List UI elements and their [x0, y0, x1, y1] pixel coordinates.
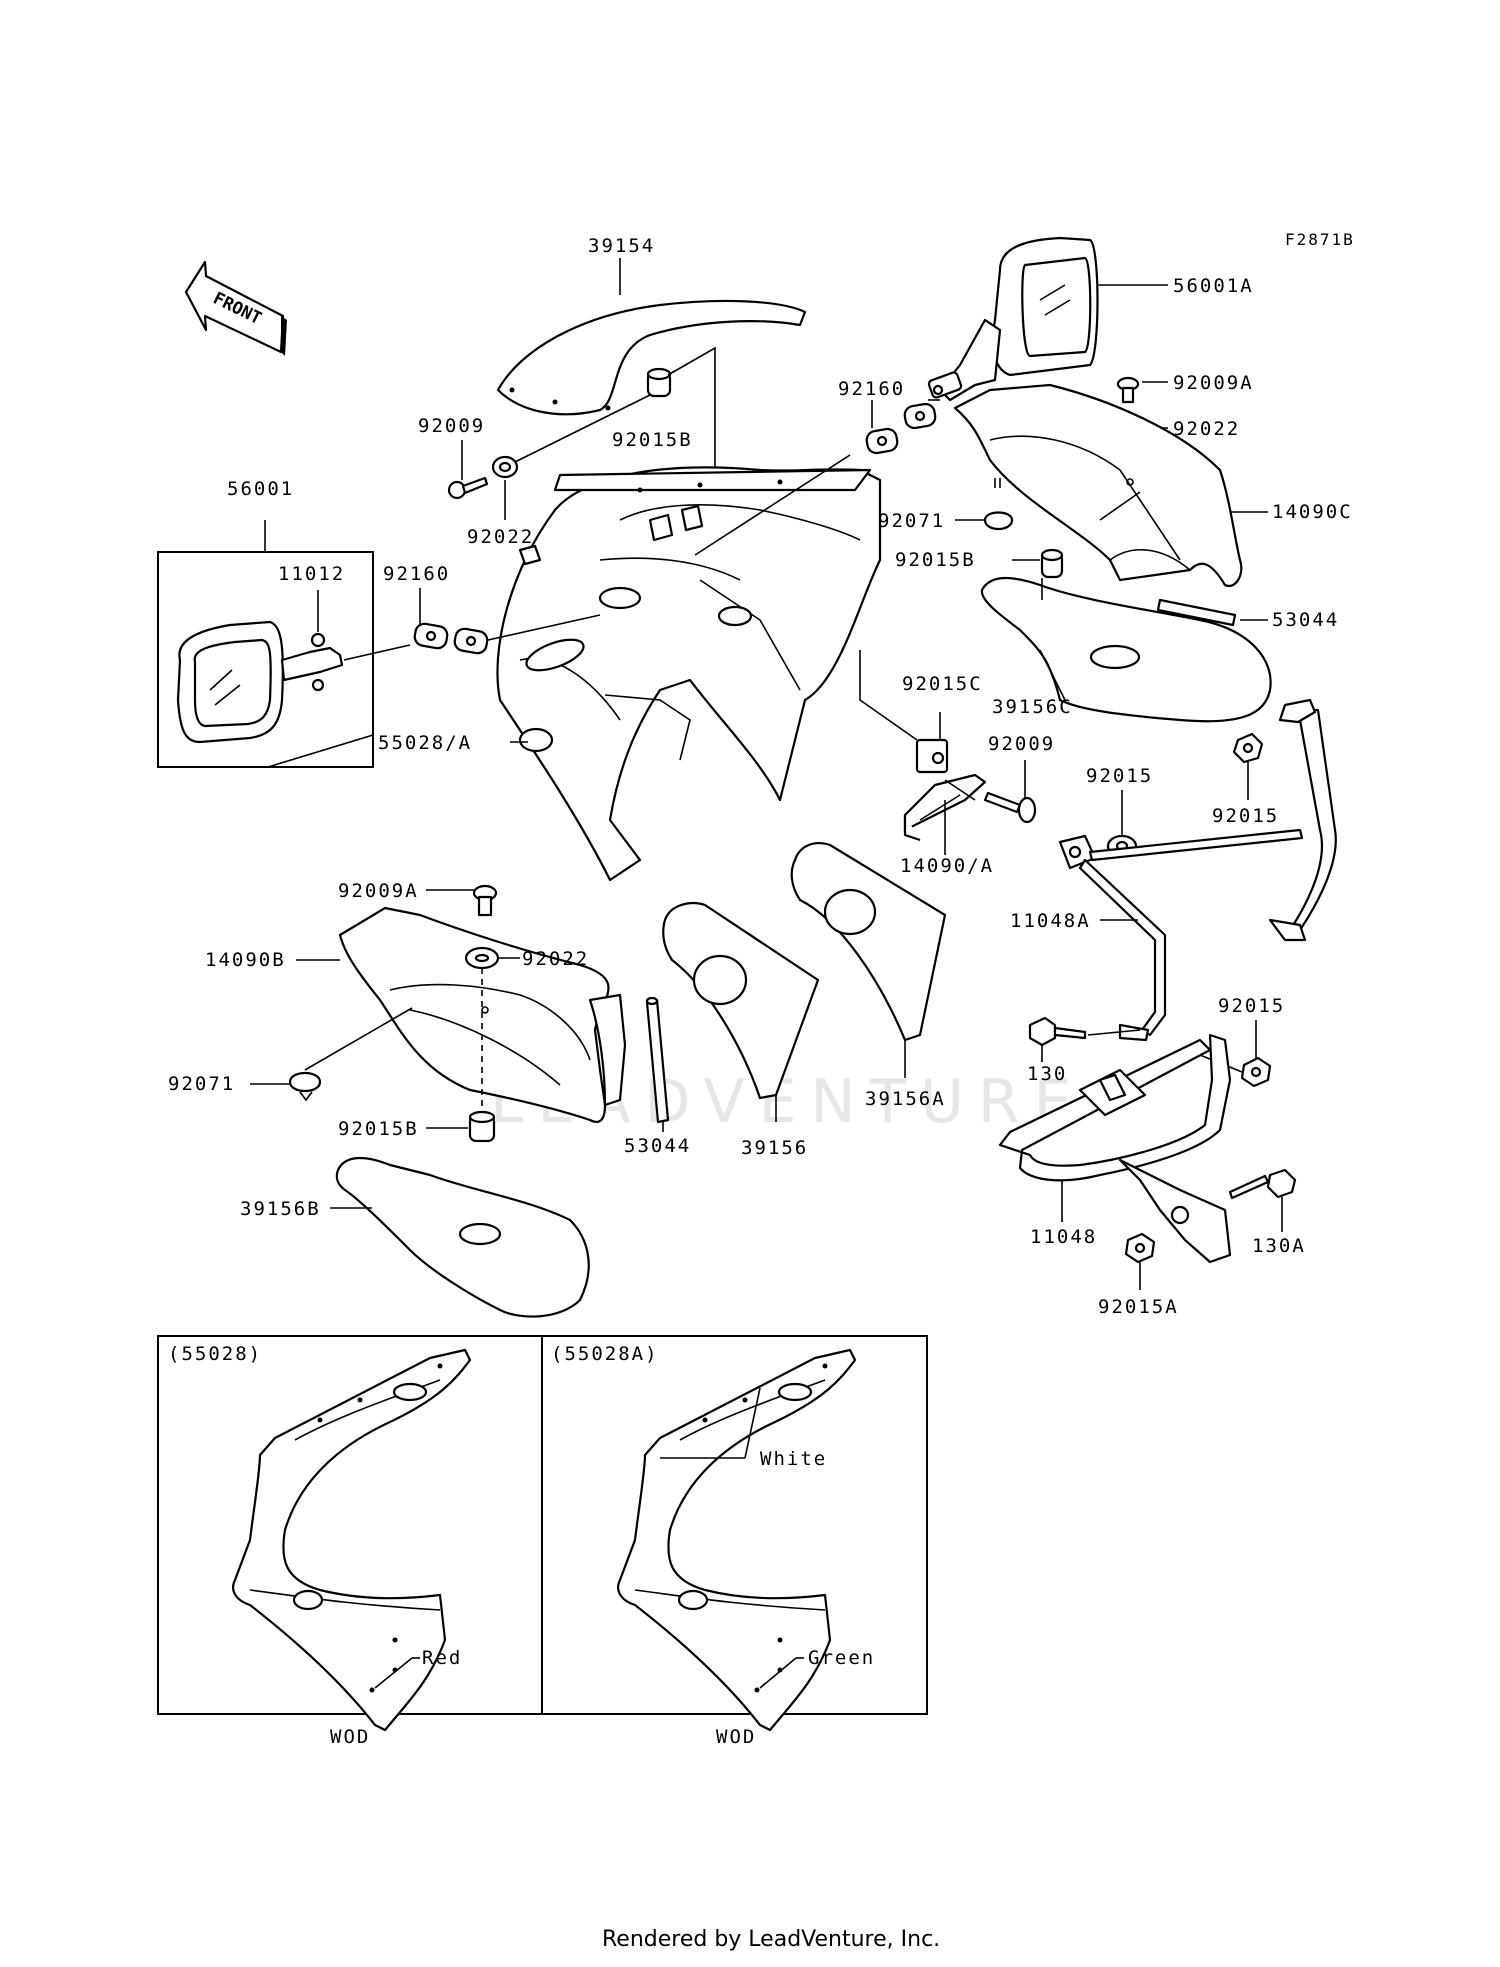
pad-39156C — [980, 576, 1272, 723]
grommet-92015B-top — [646, 367, 672, 398]
label-39154: 39154 — [588, 235, 655, 257]
label-39156: 39156 — [741, 1137, 808, 1159]
label-130A: 130A — [1252, 1235, 1306, 1257]
label-39156A: 39156A — [865, 1088, 946, 1110]
label-92009A-top: 92009A — [1173, 372, 1254, 394]
clip-92071-right — [983, 478, 1014, 531]
label-11012: 11012 — [278, 563, 345, 585]
variant-title-55028A: (55028A) — [551, 1343, 659, 1365]
label-14090A: 14090/A — [900, 855, 994, 877]
screw-92009A-right — [1116, 376, 1140, 404]
screw-92009-mid — [983, 791, 1037, 824]
label-55028A: 55028/A — [378, 732, 472, 754]
mirror-56001A — [927, 236, 1099, 402]
duct-14090B — [338, 906, 627, 1123]
label-92160-top: 92160 — [838, 378, 905, 400]
variant-footnote-55028: WOD — [330, 1726, 370, 1748]
clip-92071-left — [288, 1071, 322, 1102]
washer-92022-left — [464, 946, 500, 970]
nut-92015-right — [1232, 732, 1264, 764]
label-92015B-right: 92015B — [895, 549, 976, 571]
upper-cowling-55028 — [496, 466, 882, 882]
bolt-130A — [1228, 1168, 1297, 1200]
nut-92015A — [1124, 1232, 1156, 1264]
footer-credit: Rendered by LeadVenture, Inc. — [602, 1927, 940, 1952]
rod-53044-left — [645, 996, 670, 1124]
pad-39156A — [790, 842, 947, 1042]
label-39156C: 39156C — [992, 696, 1073, 718]
washer-92022-top — [491, 455, 519, 479]
grommet-92160-left — [413, 622, 489, 655]
nut-92015-lower — [1240, 1056, 1272, 1088]
label-92160-left: 92160 — [383, 563, 450, 585]
label-92009-mid: 92009 — [988, 733, 1055, 755]
label-92015-lower: 92015 — [1218, 995, 1285, 1017]
label-56001A: 56001A — [1173, 275, 1254, 297]
screw-92009A-left — [472, 884, 498, 917]
bolt-130 — [1028, 1016, 1087, 1047]
label-53044-left: 53044 — [624, 1135, 691, 1157]
label-11048A: 11048A — [1010, 910, 1091, 932]
pad-39156 — [662, 902, 820, 1100]
label-92015C: 92015C — [902, 673, 983, 695]
variant-color-red: Red — [422, 1647, 462, 1669]
variant-color-green: Green — [808, 1647, 875, 1669]
label-14090B: 14090B — [205, 949, 286, 971]
screw-92009-top — [447, 476, 489, 500]
label-92015A: 92015A — [1098, 1296, 1179, 1318]
label-92071-right: 92071 — [878, 510, 945, 532]
mirror-56001 — [176, 620, 344, 744]
clip-92015C — [915, 738, 949, 774]
variant-color-white: White — [760, 1448, 827, 1470]
grommet-92015B-left — [468, 1110, 496, 1143]
pad-39156B — [335, 1157, 590, 1318]
variant-title-55028: (55028) — [168, 1343, 262, 1365]
duct-14090C — [953, 383, 1243, 588]
rod-53044-right — [1156, 598, 1237, 627]
label-39156B: 39156B — [240, 1198, 321, 1220]
label-53044-right: 53044 — [1272, 609, 1339, 631]
label-92009-top: 92009 — [418, 415, 485, 437]
label-92015-mid: 92015 — [1086, 765, 1153, 787]
callout-labels: 39154 56001A 92009A 92022 14090C 92160 9… — [168, 235, 1353, 1748]
variant-box-55028A — [541, 1335, 928, 1715]
label-14090C: 14090C — [1272, 501, 1353, 523]
label-92009A-left: 92009A — [338, 880, 419, 902]
front-arrow-icon: FRONT — [184, 260, 287, 356]
label-92071-left: 92071 — [168, 1073, 235, 1095]
stay-11048 — [998, 1033, 1232, 1264]
variant-cowl-55028A — [617, 1348, 857, 1732]
label-92015-right: 92015 — [1212, 805, 1279, 827]
grommet-92015B-right — [1040, 548, 1064, 579]
label-92022-top: 92022 — [467, 526, 534, 548]
label-130: 130 — [1027, 1063, 1067, 1085]
variant-footnote-55028A: WOD — [716, 1726, 756, 1748]
label-56001: 56001 — [227, 478, 294, 500]
label-92022-right: 92022 — [1173, 418, 1240, 440]
stay-11048A — [1058, 698, 1337, 1042]
label-92015B-top: 92015B — [612, 429, 693, 451]
grommet-92160-top — [865, 402, 937, 455]
windscreen-39154 — [496, 299, 807, 416]
variant-cowl-55028 — [232, 1348, 472, 1732]
label-92022-left: 92022 — [522, 948, 589, 970]
label-11048: 11048 — [1030, 1226, 1097, 1248]
figure-code: F2871B — [1285, 230, 1355, 249]
label-92015B-left: 92015B — [338, 1118, 419, 1140]
